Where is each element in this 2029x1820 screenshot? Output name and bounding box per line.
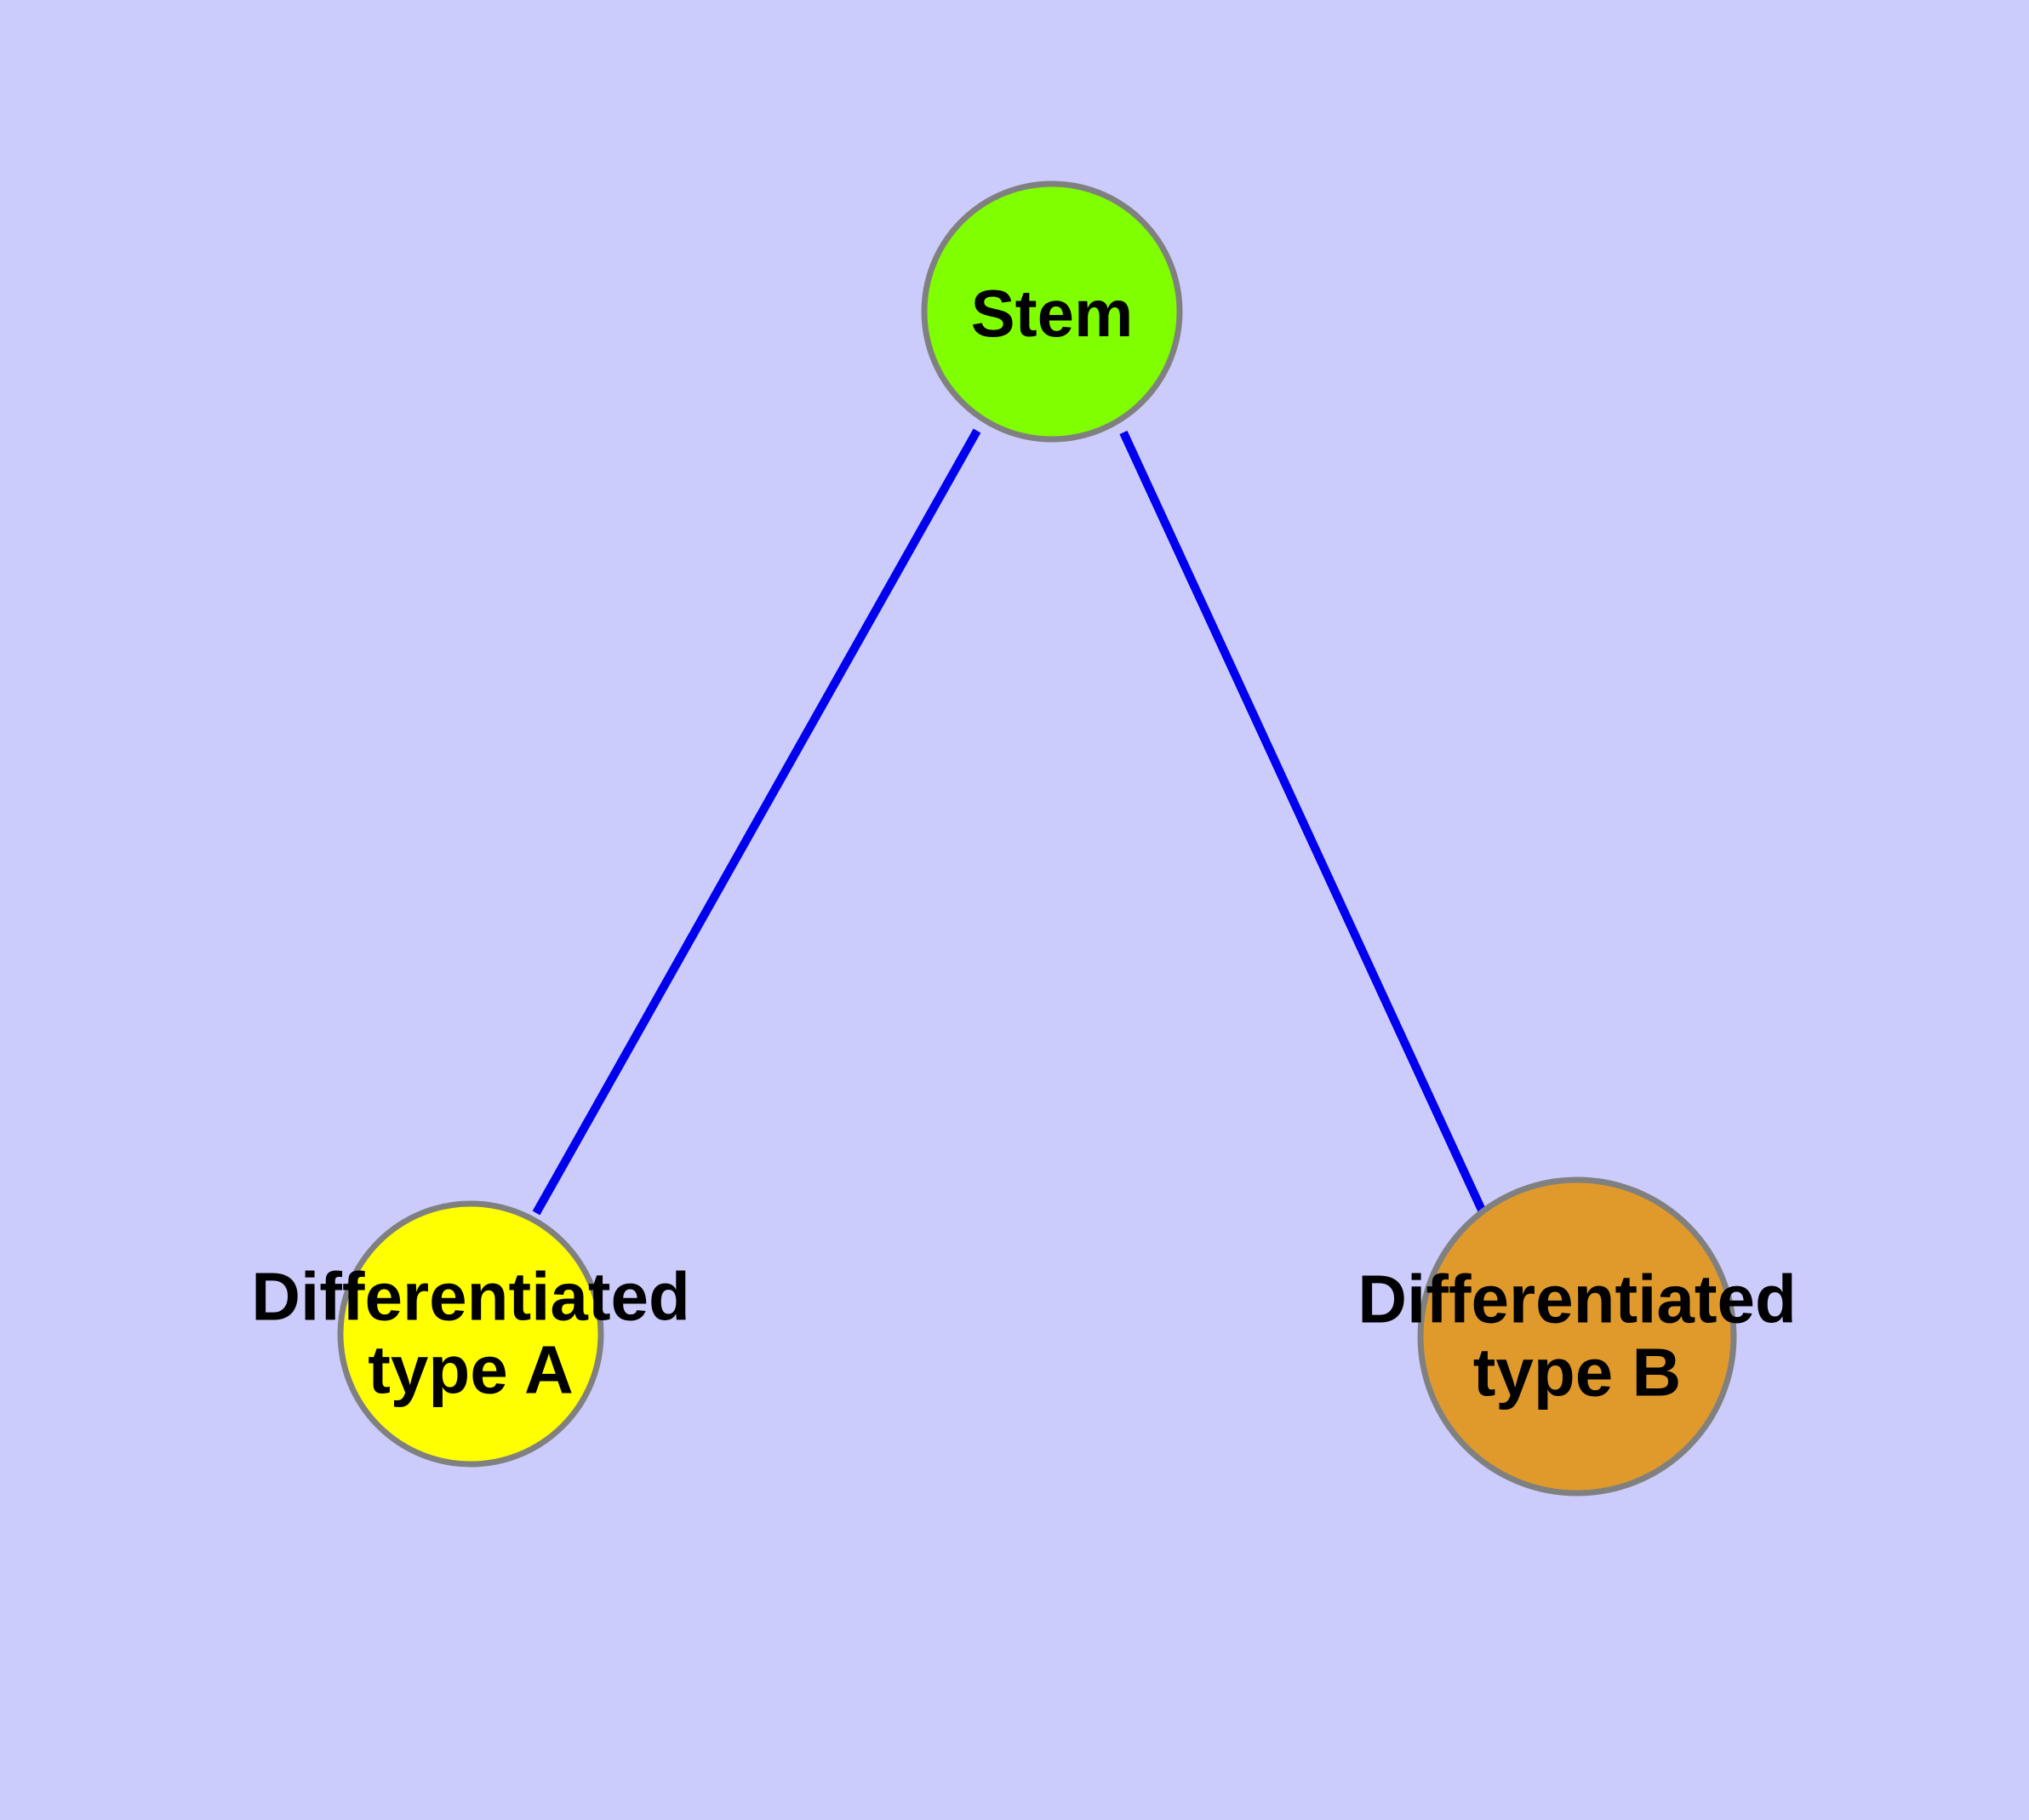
node-differentiated-type-a-circle[interactable] — [337, 1200, 604, 1468]
edge-stem-to-differentiated-type-b[interactable] — [1119, 430, 1489, 1218]
edge-stem-to-differentiated-type-a[interactable] — [532, 428, 981, 1216]
node-stem-circle[interactable] — [921, 180, 1183, 443]
node-differentiated-type-b-circle[interactable] — [1417, 1176, 1737, 1497]
